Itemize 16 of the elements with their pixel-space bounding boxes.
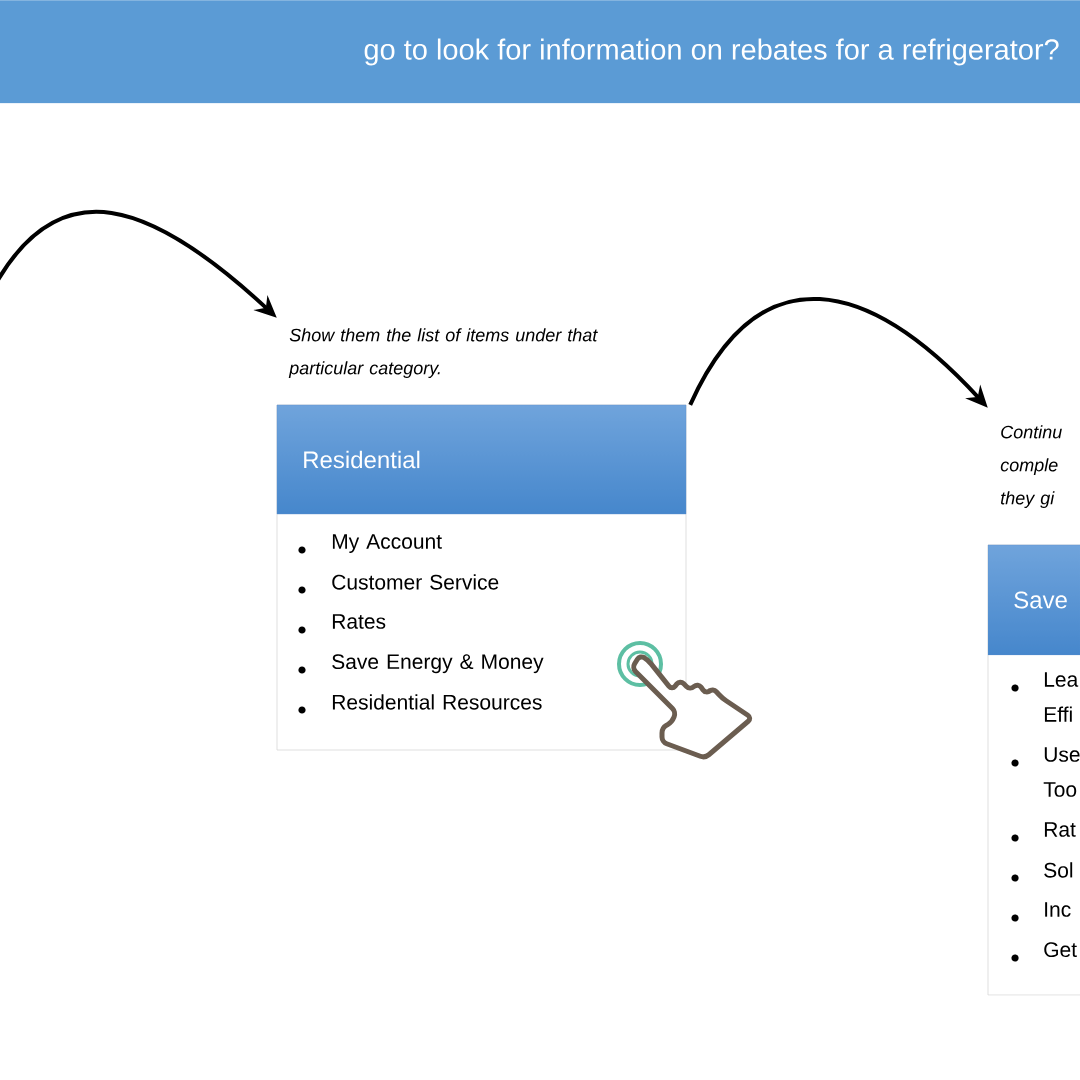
list-item: Lea Effi bbox=[1044, 672, 1079, 722]
list-item: Residential Resources bbox=[332, 694, 542, 710]
list-item: Sol bbox=[1044, 862, 1073, 878]
list-item: Get bbox=[1044, 942, 1077, 958]
list-item: Rates bbox=[332, 614, 386, 629]
list-item: Inc bbox=[1045, 902, 1071, 917]
list-item: Save Energy & Money bbox=[332, 654, 544, 674]
card-header: Save bbox=[987, 544, 1080, 656]
list-item: My Account bbox=[332, 534, 442, 553]
card-header: Residential bbox=[276, 404, 687, 515]
title: go to look for information on rebates for a refrigerator? bbox=[364, 38, 1059, 66]
instruction-note: Show them the list of items under that particular category. bbox=[288, 328, 598, 378]
list-item: Customer Service bbox=[332, 574, 499, 590]
list-item: Rat bbox=[1044, 822, 1076, 837]
list-item: Use Too bbox=[1043, 747, 1080, 797]
instruction-note: Continu comple they gi bbox=[1000, 425, 1062, 508]
